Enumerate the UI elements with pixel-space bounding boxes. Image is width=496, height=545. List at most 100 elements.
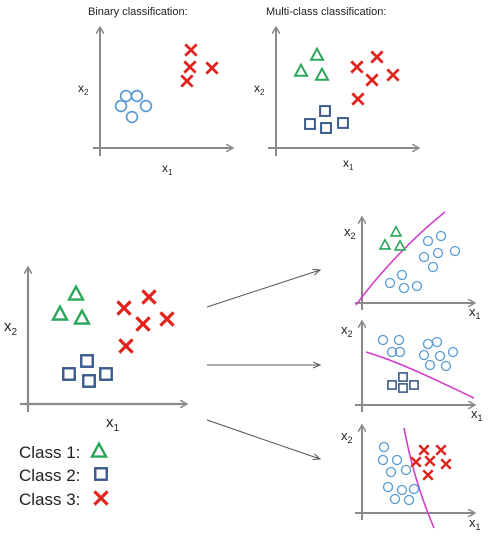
y-axis-label: x2: [344, 224, 356, 241]
cross-marker: [370, 50, 384, 64]
circle-marker: [386, 346, 398, 358]
circle-marker: [435, 230, 447, 242]
cross-cluster: [116, 289, 175, 354]
square-cluster: [62, 354, 113, 388]
square-marker: [409, 380, 419, 390]
square-marker: [99, 367, 113, 381]
arrows: [206, 270, 320, 459]
cross-marker: [350, 60, 364, 74]
x-axis-label: x1: [469, 304, 481, 321]
x-axis-label: x1: [471, 406, 483, 423]
decision-boundary: [365, 351, 475, 399]
ovr-plot-class1: x2 x1: [344, 211, 481, 321]
cross-marker: [141, 289, 157, 305]
triangle-marker: [393, 239, 407, 251]
x-axis-label: x1: [343, 156, 354, 172]
cross-marker: [365, 73, 379, 87]
circle-marker: [385, 466, 397, 478]
x-axis-label: x1: [106, 414, 120, 434]
ovr-plot-class2: x2 x1: [341, 322, 483, 423]
binary-plot: x2 x1: [78, 28, 232, 177]
circle-cluster: [377, 334, 459, 372]
circle-marker: [396, 484, 408, 496]
triangle-marker: [314, 66, 330, 81]
circle-marker: [434, 350, 446, 362]
circle-marker: [382, 481, 394, 493]
circle-marker: [394, 346, 406, 358]
circle-cluster: [384, 230, 461, 294]
circle-marker: [384, 277, 396, 289]
legend-class3-label: Class 3:: [19, 490, 80, 509]
circle-marker: [398, 282, 410, 294]
binary-title: Binary classification:: [88, 6, 188, 18]
circle-marker: [400, 464, 412, 476]
cross-cluster: [410, 444, 452, 481]
circle-marker: [139, 99, 153, 113]
circle-marker: [378, 441, 390, 453]
circle-marker: [411, 280, 423, 292]
circle-marker: [391, 454, 403, 466]
cross-marker: [118, 338, 134, 354]
circle-marker: [403, 494, 415, 506]
circle-marker: [393, 334, 405, 346]
square-marker: [398, 383, 408, 393]
circle-marker: [125, 110, 139, 124]
square-icon: [94, 467, 108, 481]
triangle-marker: [89, 441, 109, 458]
y-axis-label: x2: [341, 322, 353, 339]
square-marker: [398, 372, 408, 382]
cross-marker: [93, 490, 109, 506]
cross-marker: [351, 92, 365, 106]
circle-cluster: [114, 89, 153, 124]
square-marker: [62, 367, 76, 381]
circle-marker: [431, 336, 443, 348]
circle-marker: [422, 235, 434, 247]
circle-marker: [396, 269, 408, 281]
circle-cluster: [377, 441, 420, 506]
triangle-marker: [378, 238, 392, 250]
circle-marker: [440, 360, 452, 372]
triangle-cluster: [50, 284, 92, 325]
x-axis-label: x1: [162, 161, 173, 177]
circle-marker: [114, 99, 128, 113]
y-axis-label: x2: [4, 318, 18, 338]
cross-marker: [435, 444, 447, 456]
arrow-to-class1: [206, 270, 320, 308]
circle-marker: [427, 261, 439, 273]
multiclass-title: Multi-class classification:: [266, 6, 386, 18]
decision-boundary: [403, 427, 435, 529]
circle-marker: [377, 454, 389, 466]
cross-marker: [205, 61, 219, 75]
cross-marker: [135, 316, 151, 332]
triangle-marker: [66, 284, 86, 301]
circle-marker: [389, 493, 401, 505]
cross-marker: [184, 43, 198, 57]
triangle-cluster: [378, 225, 407, 251]
cross-cluster: [180, 43, 219, 88]
square-cluster: [304, 105, 349, 134]
square-marker: [304, 118, 316, 130]
multiclass-plot: x2 x1: [254, 28, 418, 172]
cross-marker: [422, 469, 434, 481]
ovr-plot-class3: x2 x1: [341, 426, 481, 532]
square-marker: [82, 374, 96, 388]
legend: Class 1: Class 2: Class 3:: [19, 441, 109, 509]
square-marker: [320, 122, 332, 134]
cross-marker: [116, 300, 132, 316]
square-marker: [80, 354, 94, 368]
cross-marker: [424, 455, 436, 467]
legend-class1-label: Class 1:: [19, 443, 80, 462]
triangle-marker: [50, 304, 70, 321]
triangle-icon: [89, 441, 109, 458]
y-axis-label: x2: [341, 428, 353, 445]
decision-boundary: [355, 211, 446, 306]
cross-marker: [180, 74, 194, 88]
circle-marker: [449, 245, 461, 257]
circle-marker: [432, 247, 444, 259]
triangle-marker: [389, 225, 403, 237]
cross-cluster: [350, 50, 400, 106]
cross-marker: [183, 60, 197, 74]
y-axis-label: x2: [78, 81, 89, 97]
cross-marker: [386, 68, 400, 82]
